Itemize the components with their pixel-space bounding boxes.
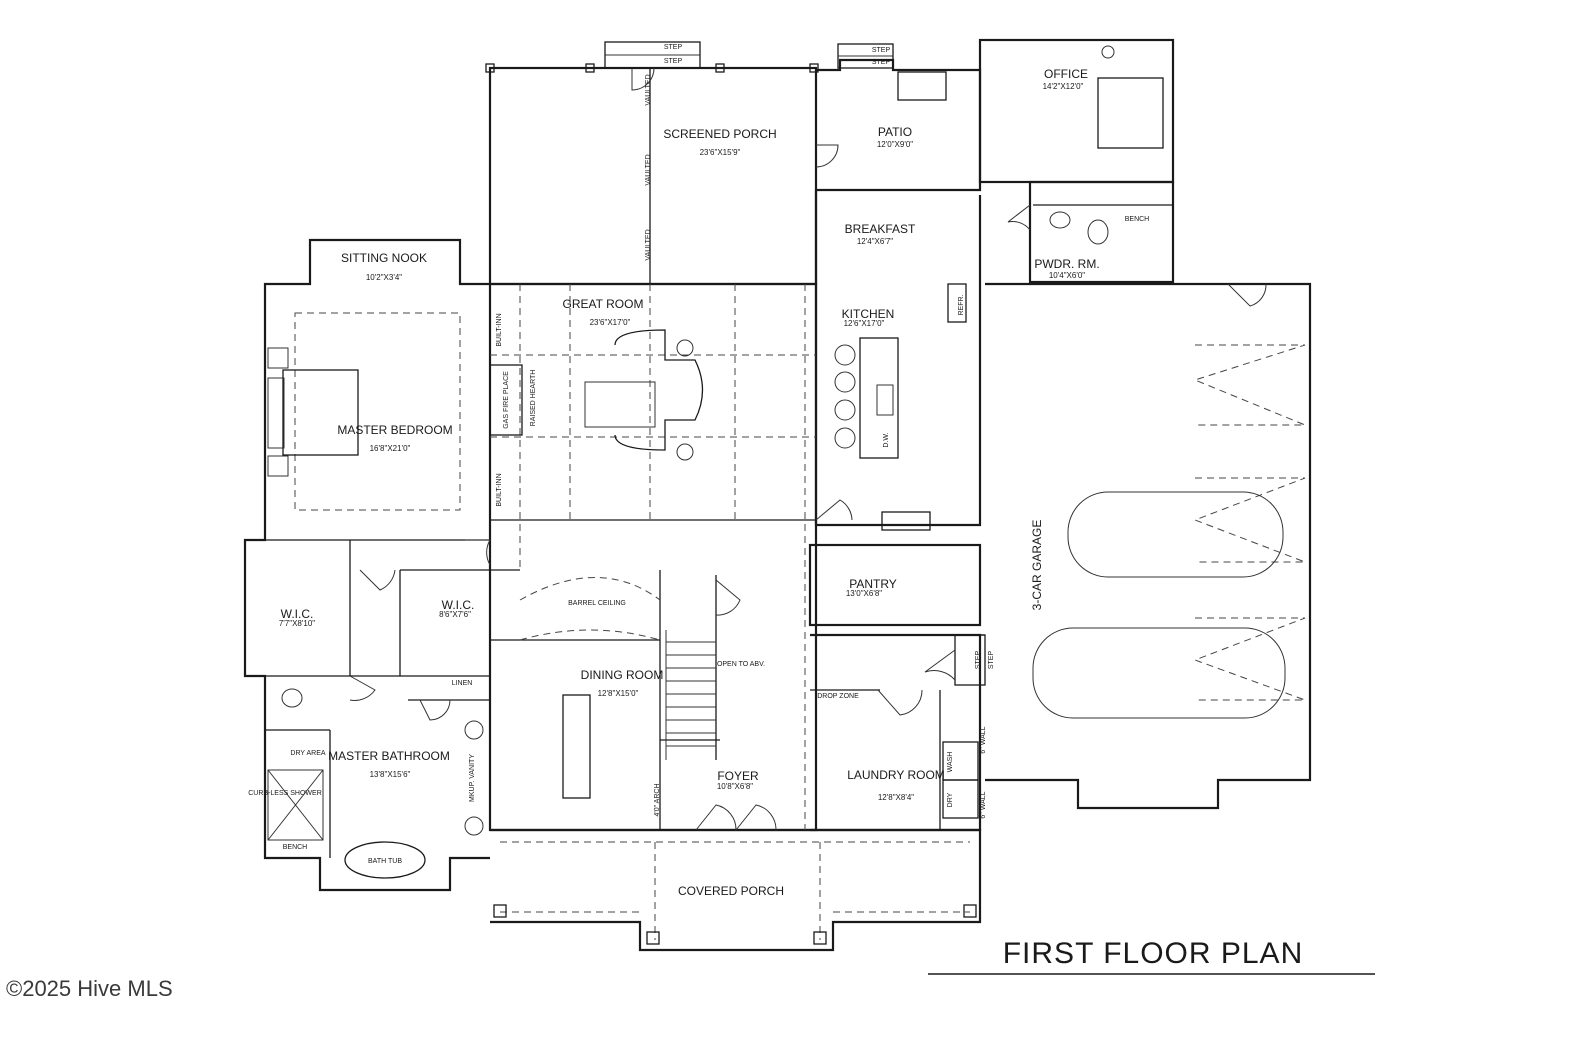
- laundry-room-name: LAUNDRY ROOM: [847, 768, 945, 782]
- plan-notes: STEP STEP STEP STEP STEP STEP VAULTED VA…: [248, 44, 1149, 865]
- dry-note: DRY: [947, 792, 954, 807]
- dw-note: D.W.: [883, 432, 890, 447]
- step-note-4: STEP: [872, 59, 891, 66]
- room-labels: SCREENED PORCH 23'6"X15'9" PATIO 12'0"X9…: [279, 67, 1100, 898]
- stair-treads: [665, 630, 716, 760]
- bench-note-bath: BENCH: [283, 844, 308, 851]
- kitchen-dims: 12'6"X17'0": [844, 319, 885, 328]
- exterior-walls: [243, 38, 1312, 952]
- wic-2-name: W.I.C.: [442, 598, 475, 612]
- pantry-dims: 13'0"X6'8": [846, 589, 882, 598]
- wall-note-1: 6" WALL: [980, 726, 987, 753]
- screened-porch-name: SCREENED PORCH: [663, 127, 776, 141]
- wic-1-dims: 7'7"X8'10": [279, 619, 315, 628]
- mkup-vanity-note: MKUP. VANITY: [469, 754, 476, 802]
- door-swings: [349, 67, 1267, 831]
- pwdr-rm-name: PWDR. RM.: [1034, 257, 1099, 271]
- foyer-name: FOYER: [717, 769, 759, 783]
- vaulted-note-2: VAULTED: [645, 154, 652, 185]
- dining-room-dims: 12'8"X15'0": [598, 689, 639, 698]
- dry-area-note: DRY AREA: [290, 750, 325, 757]
- breakfast-name: BREAKFAST: [845, 222, 916, 236]
- step-note-5: STEP: [975, 651, 982, 670]
- gas-fireplace-note: GAS FIRE PLACE: [503, 371, 510, 429]
- plan-title: FIRST FLOOR PLAN: [1003, 937, 1304, 970]
- patio-dims: 12'0"X9'0": [877, 140, 913, 149]
- foyer-dims: 10'8"X6'8": [717, 782, 753, 791]
- open-to-abv-note: OPEN TO ABV.: [717, 661, 765, 668]
- master-bathroom-name: MASTER BATHROOM: [328, 749, 450, 763]
- garage-name: 3-CAR GARAGE: [1030, 520, 1044, 611]
- screened-porch-dims: 23'6"X15'9": [700, 148, 741, 157]
- sitting-nook-dims: 10'2"X3'4": [366, 273, 402, 282]
- step-note-6: STEP: [988, 651, 995, 670]
- kitchen-name: KITCHEN: [842, 307, 895, 321]
- pwdr-rm-dims: 10'4"X6'0": [1049, 271, 1085, 280]
- master-bedroom-dims: 16'8"X21'0": [370, 444, 411, 453]
- curbless-shower-note: CURB-LESS SHOWER: [248, 790, 322, 797]
- drop-zone-note: DROP ZONE: [817, 693, 859, 700]
- vaulted-note-1: VAULTED: [645, 74, 652, 105]
- step-note-1: STEP: [664, 44, 683, 51]
- arch-note: 4'0" ARCH: [654, 783, 661, 816]
- built-inn-note-2: BUILT-INN: [496, 473, 503, 506]
- wall-note-2: 6" WALL: [980, 791, 987, 818]
- built-inn-note-1: BUILT-INN: [496, 313, 503, 346]
- wic-2-dims: 8'6"X7'6": [439, 610, 471, 619]
- office-name: OFFICE: [1044, 67, 1088, 81]
- barrel-ceiling-note: BARREL CEILING: [568, 600, 626, 607]
- master-bathroom-dims: 13'8"X15'6": [370, 770, 411, 779]
- wash-note: WASH: [947, 752, 954, 773]
- raised-hearth-note: RAISED HEARTH: [530, 370, 537, 427]
- step-note-2: STEP: [664, 58, 683, 65]
- patio-name: PATIO: [878, 125, 912, 139]
- great-room-dims: 23'6"X17'0": [590, 318, 631, 327]
- master-bedroom-name: MASTER BEDROOM: [337, 423, 452, 437]
- covered-porch-name: COVERED PORCH: [678, 884, 784, 898]
- interior-walls: [265, 68, 1173, 858]
- dining-room-name: DINING ROOM: [581, 668, 664, 682]
- sitting-nook-name: SITTING NOOK: [341, 251, 427, 265]
- laundry-room-dims: 12'8"X8'4": [878, 793, 914, 802]
- vaulted-note-3: VAULTED: [645, 229, 652, 260]
- ceiling-beam-lines: [294, 284, 1306, 940]
- fixtures: [267, 45, 1164, 945]
- step-note-3: STEP: [872, 47, 891, 54]
- pantry-name: PANTRY: [849, 577, 897, 591]
- watermark: ©2025 Hive MLS: [6, 976, 173, 1001]
- bath-tub-note: BATH TUB: [368, 858, 402, 865]
- wic-1-name: W.I.C.: [281, 607, 314, 621]
- linen-note: LINEN: [452, 680, 473, 687]
- refr-note: REFR.: [958, 294, 965, 315]
- great-room-name: GREAT ROOM: [563, 297, 644, 311]
- office-dims: 14'2"X12'0": [1043, 82, 1084, 91]
- breakfast-dims: 12'4"X6'7": [857, 237, 893, 246]
- bench-note-pwdr: BENCH: [1125, 216, 1150, 223]
